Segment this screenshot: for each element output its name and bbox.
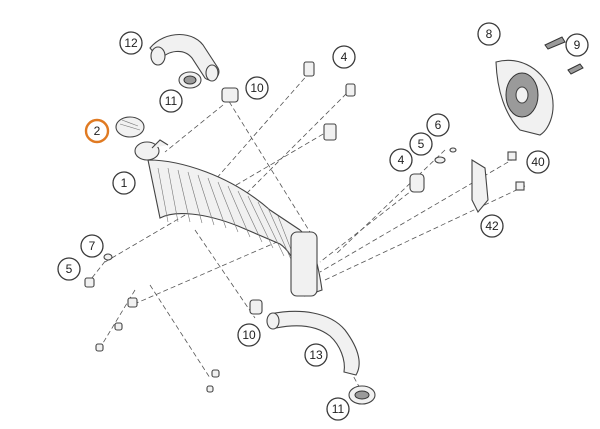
hose-clamp-top [178, 71, 202, 89]
svg-text:42: 42 [485, 219, 499, 233]
svg-text:2: 2 [94, 124, 101, 138]
lower-hose [266, 310, 360, 376]
fan-screws [544, 36, 584, 75]
svg-text:10: 10 [250, 81, 264, 95]
upper-hose [149, 34, 220, 82]
screw-top [303, 61, 356, 141]
callout-5-left: 5 [57, 257, 81, 281]
clamp-10-bottom [249, 299, 263, 315]
hose-clamp-bottom [348, 385, 376, 405]
callout-4-right: 4 [389, 148, 413, 172]
clamp-10-top [221, 87, 239, 103]
callout-10-bottom: 10 [237, 323, 261, 347]
svg-text:5: 5 [418, 137, 425, 151]
lower-hardware [84, 253, 220, 393]
callout-4-top: 4 [332, 45, 356, 69]
cooling-fan [495, 59, 554, 136]
callout-8: 8 [477, 22, 501, 46]
callout-12: 12 [119, 31, 143, 55]
callout-2: 2 [84, 118, 110, 144]
callout-10-top: 10 [245, 76, 269, 100]
svg-text:40: 40 [531, 155, 545, 169]
callout-40: 40 [526, 150, 550, 174]
rubber-mounts [409, 147, 457, 193]
callout-13: 13 [304, 343, 328, 367]
callout-7: 7 [80, 234, 104, 258]
svg-text:11: 11 [332, 402, 345, 416]
svg-text:11: 11 [165, 94, 178, 108]
svg-text:8: 8 [486, 27, 493, 41]
mounting-bracket [471, 151, 525, 213]
svg-text:4: 4 [398, 153, 405, 167]
svg-text:1: 1 [121, 176, 128, 190]
radiator [134, 139, 323, 297]
svg-text:5: 5 [66, 262, 73, 276]
radiator-cap [115, 116, 145, 138]
svg-text:13: 13 [309, 348, 323, 362]
callout-1: 1 [112, 171, 136, 195]
svg-text:10: 10 [242, 328, 256, 342]
svg-text:7: 7 [89, 239, 96, 253]
callout-9: 9 [565, 33, 589, 57]
svg-text:9: 9 [574, 38, 581, 52]
callout-11-top: 11 [159, 89, 183, 113]
svg-text:12: 12 [124, 36, 138, 50]
svg-text:6: 6 [435, 118, 442, 132]
leader-lines [87, 71, 526, 393]
callout-6: 6 [426, 113, 450, 137]
callout-5-right: 5 [409, 132, 433, 156]
callout-42: 42 [480, 214, 504, 238]
callout-11-bottom: 11 [326, 397, 350, 421]
svg-text:4: 4 [341, 50, 348, 64]
